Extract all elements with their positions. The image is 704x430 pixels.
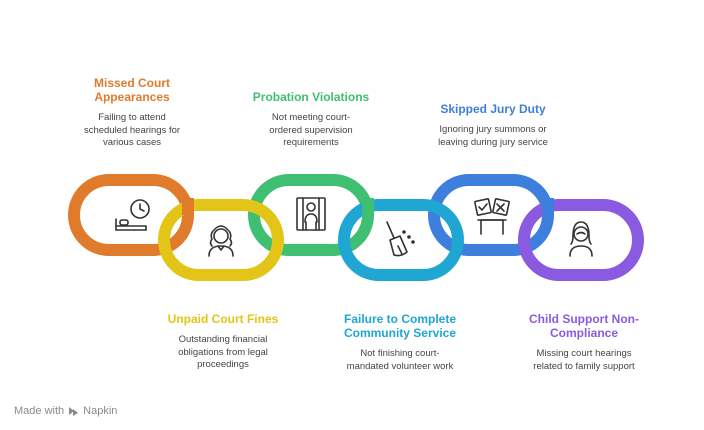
caption-unpaid-fines: Unpaid Court Fines Outstanding financial… xyxy=(148,312,298,372)
item-title: Skipped Jury Duty xyxy=(440,102,546,116)
caption-probation: Probation Violations Not meeting court- … xyxy=(236,90,386,150)
clock-bed-icon xyxy=(115,199,150,231)
item-title: Child Support Non- Compliance xyxy=(529,312,639,340)
item-description: Outstanding financial obligations from l… xyxy=(178,334,268,370)
made-with-label: Made with xyxy=(14,405,65,417)
judge-icon xyxy=(208,225,234,257)
item-title: Failure to Complete Community Service xyxy=(343,312,457,340)
item-description: Not meeting court- ordered supervision r… xyxy=(269,112,353,148)
napkin-logo-icon xyxy=(69,406,79,416)
item-title: Probation Violations xyxy=(252,90,370,104)
item-title: Missed Court Appearances xyxy=(93,76,170,104)
chain-link-child-support xyxy=(518,199,644,281)
napkin-brand-label: Napkin xyxy=(83,405,118,417)
item-description: Failing to attend scheduled hearings for… xyxy=(83,112,181,148)
item-description: Missing court hearings related to family… xyxy=(533,348,635,372)
chain-link-community-service xyxy=(338,199,464,281)
prisoner-icon xyxy=(296,197,326,231)
item-description: Not finishing court- mandated volunteer … xyxy=(346,348,454,372)
caption-missed-court: Missed Court Appearances Failing to atte… xyxy=(62,76,202,150)
ballot-icon xyxy=(474,198,510,235)
caption-child-support: Child Support Non- Compliance Missing co… xyxy=(504,312,664,373)
item-description: Ignoring jury summons or leaving during … xyxy=(438,124,548,148)
caption-jury-duty: Skipped Jury Duty Ignoring jury summons … xyxy=(418,102,568,149)
broom-icon xyxy=(386,221,415,257)
made-with-napkin: Made with Napkin xyxy=(14,405,117,417)
chain-link-unpaid-fines xyxy=(158,199,284,281)
woman-icon xyxy=(569,221,593,257)
item-title: Unpaid Court Fines xyxy=(167,312,279,326)
caption-community-service: Failure to Complete Community Service No… xyxy=(320,312,480,373)
